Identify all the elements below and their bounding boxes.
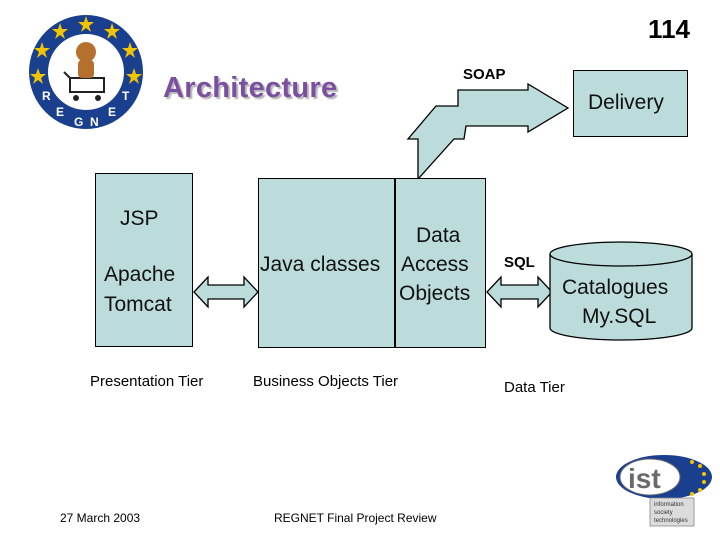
logo-letter: N — [90, 115, 99, 129]
delivery-label: Delivery — [588, 91, 664, 114]
ist-logo-text: ist — [628, 463, 661, 494]
delivery-box — [573, 70, 688, 137]
logo-letter: T — [122, 89, 130, 103]
presentation-box — [95, 173, 193, 347]
soap-label: SOAP — [463, 66, 506, 83]
java-classes-label: Java classes — [260, 253, 381, 276]
presentation-tier-label: Presentation Tier — [90, 373, 204, 390]
ist-caption-line: technologies — [654, 518, 688, 524]
business-divider — [394, 178, 396, 348]
tomcat-label: Tomcat — [104, 293, 172, 316]
footer-date: 27 March 2003 — [60, 511, 141, 525]
logo-letter: R — [42, 89, 51, 103]
slide-number: 114 — [648, 14, 690, 44]
apache-label: Apache — [104, 263, 176, 286]
mysql-label: My.SQL — [582, 305, 657, 328]
logo-letter: E — [56, 105, 64, 119]
logo-letter: G — [74, 115, 83, 129]
ist-logo-icon: ist information society technologies — [614, 452, 718, 528]
dao-objects-label: Objects — [399, 282, 471, 305]
ist-caption-line: society — [654, 510, 673, 516]
jsp-label: JSP — [120, 207, 159, 230]
logo-letter: E — [108, 105, 116, 119]
sql-label: SQL — [504, 254, 535, 271]
business-box — [258, 178, 486, 348]
database-icon — [549, 241, 693, 341]
catalogues-label: Catalogues — [562, 276, 669, 299]
business-tier-label: Business Objects Tier — [253, 373, 399, 390]
presentation-business-arrow-icon — [193, 275, 259, 309]
business-data-arrow-icon — [486, 275, 553, 309]
dao-access-label: Access — [401, 253, 469, 276]
dao-data-label: Data — [416, 224, 461, 247]
ist-caption-line: information — [654, 502, 684, 508]
footer-project: REGNET Final Project Review — [274, 511, 437, 525]
regnet-logo-icon: R E G N E T — [29, 15, 143, 129]
data-tier-label: Data Tier — [504, 379, 565, 396]
page-title: Architecture — [163, 72, 338, 104]
